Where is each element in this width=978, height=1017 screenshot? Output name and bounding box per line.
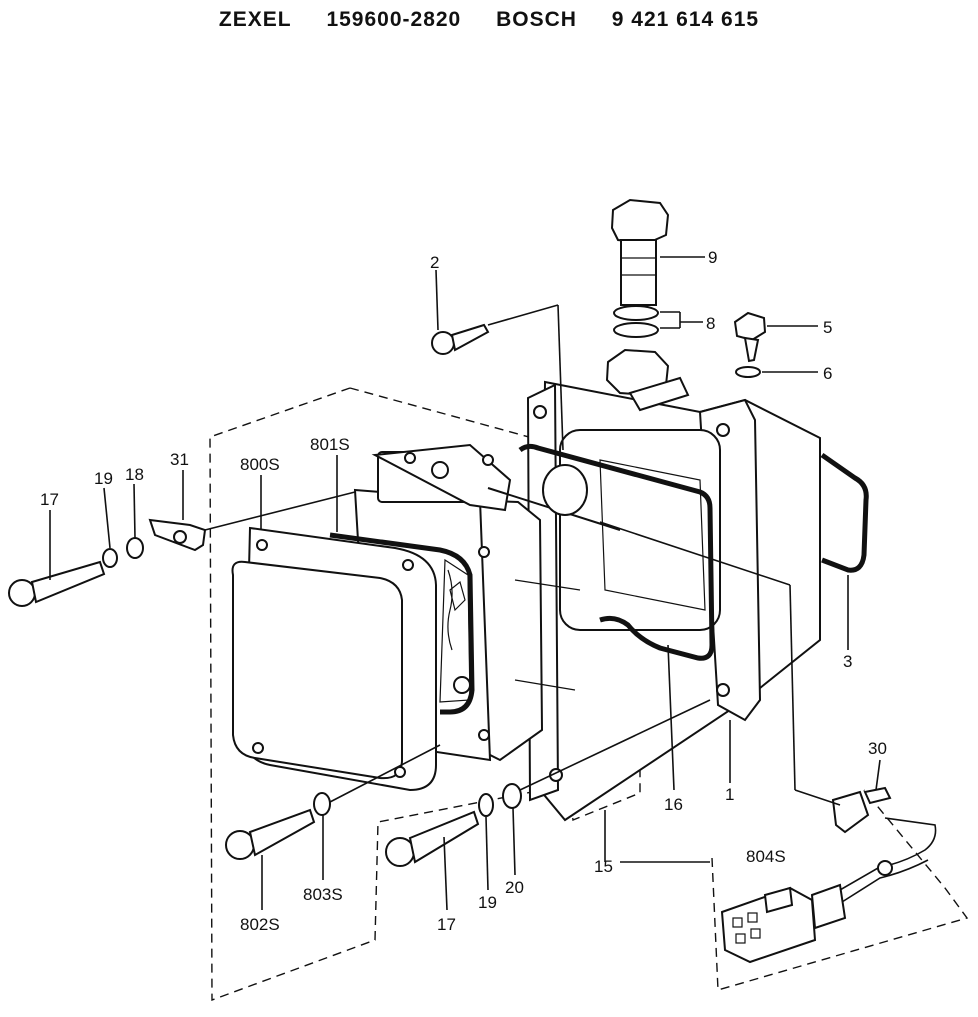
gasket-16: [518, 443, 715, 661]
assembly-boundary-top: [349, 387, 541, 441]
leader-lines: [49, 256, 881, 911]
gasket-801S: [329, 532, 475, 715]
maker-bosch: BOSCH: [496, 8, 577, 31]
callout-802S: 802S: [240, 915, 280, 934]
screw-2: [431, 323, 490, 355]
callout-3: 3: [843, 652, 852, 671]
wiring-harness-804S: [720, 817, 937, 964]
callout-1: 1: [725, 785, 734, 804]
washer-803S: [313, 792, 331, 816]
callout-803S: 803S: [303, 885, 343, 904]
screw-17-bottom: [385, 810, 480, 867]
callout-18: 18: [125, 465, 144, 484]
callout-31: 31: [170, 450, 189, 469]
gasket-3: [820, 452, 869, 573]
inner-mechanism: [439, 558, 471, 703]
callout-15: 15: [594, 857, 613, 876]
screw-802S: [225, 808, 316, 860]
callout-9: 9: [708, 248, 717, 267]
callout-16: 16: [664, 795, 683, 814]
washer-20: [502, 783, 522, 809]
washer-8-lower: [613, 322, 659, 338]
hollow-screw-9: [610, 198, 670, 306]
bosch-part-number: 9 421 614 615: [611, 8, 760, 31]
maker-zexel: ZEXEL: [218, 8, 292, 31]
diagram-title: ZEXEL 159600-2820 BOSCH 9 421 614 615: [0, 8, 978, 32]
callout-8: 8: [706, 314, 715, 333]
callout-5: 5: [823, 318, 832, 337]
cover-800S: [231, 526, 437, 792]
callout-6: 6: [823, 364, 832, 383]
callout-800S: 800S: [240, 455, 280, 474]
screw-5: [733, 311, 767, 363]
washer-19-left: [102, 548, 118, 568]
callout-19-bottom: 19: [478, 893, 497, 912]
clamp-31: [148, 518, 207, 552]
housing-rear: [526, 380, 821, 822]
callout-17-bottom: 17: [437, 915, 456, 934]
washer-19-bottom: [478, 793, 494, 817]
washer-6: [735, 366, 761, 378]
callout-17-left: 17: [40, 490, 59, 509]
assembly-boundary-harness: [711, 789, 969, 991]
callout-801S: 801S: [310, 435, 350, 454]
callout-804S: 804S: [746, 847, 786, 866]
callout-19-left: 19: [94, 469, 113, 488]
callout-20: 20: [505, 878, 524, 897]
union-nut: [605, 348, 690, 412]
clip-30: [831, 786, 892, 834]
zexel-part-number: 159600-2820: [326, 8, 462, 31]
assembly-boundary-main: [209, 387, 641, 1002]
washer-18: [126, 537, 144, 559]
washer-8-upper: [613, 305, 659, 321]
screw-17-left: [8, 560, 106, 607]
callout-30: 30: [868, 739, 887, 758]
callout-2: 2: [430, 253, 439, 272]
